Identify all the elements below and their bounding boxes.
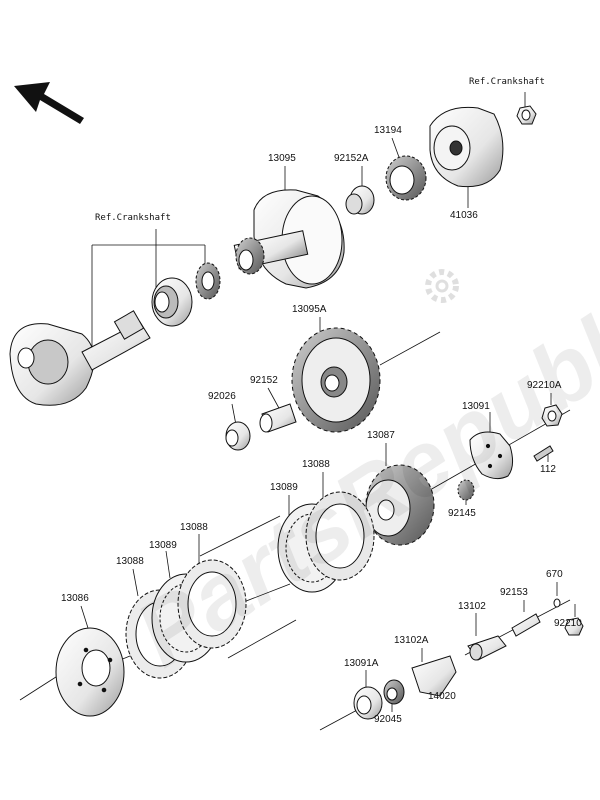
part-13089-top-label: 13089	[270, 482, 298, 493]
part-13095-label: 13095	[268, 153, 296, 164]
clutch-nut	[541, 404, 563, 427]
part-13086-label: 13086	[61, 593, 89, 604]
part-41036-label: 41036	[450, 210, 478, 221]
sleeve-lower	[259, 403, 297, 433]
part-13089-mid-label: 13089	[149, 540, 177, 551]
part-92153-label: 92153	[500, 587, 528, 598]
ref-crankshaft-left-label: Ref.Crankshaft	[95, 213, 171, 223]
part-92026-label: 92026	[208, 391, 236, 402]
sleeve-upper	[345, 185, 375, 215]
clutch-hub	[365, 464, 435, 546]
part-92152-label: 92152	[250, 375, 278, 386]
front-arrow-icon	[14, 82, 84, 124]
ref-crankshaft-top-label: Ref.Crankshaft	[469, 77, 545, 87]
primary-gear-housing	[233, 189, 345, 289]
leader-lines	[19, 92, 576, 731]
part-92210-label: 92210	[554, 618, 582, 629]
part-13102a-label: 13102A	[394, 635, 429, 646]
part-13088-top-label: 13088	[302, 459, 330, 470]
clutch-housing	[291, 327, 381, 433]
spring-plate	[55, 627, 125, 717]
part-13087-label: 13087	[367, 430, 395, 441]
clutch-bolt	[533, 445, 554, 462]
part-14020-label: 14020	[428, 691, 456, 702]
crankshaft-nut	[516, 105, 537, 125]
part-13194-label: 13194	[374, 125, 402, 136]
part-13091a-label: 13091A	[344, 658, 379, 669]
part-92152a-label: 92152A	[334, 153, 369, 164]
clutch-pack-left	[125, 559, 247, 679]
part-112-label: 112	[540, 464, 556, 475]
part-13088-left-label: 13088	[116, 556, 144, 567]
thrust-washer	[225, 421, 251, 451]
starter-clutch-assembly	[429, 106, 504, 188]
part-13095a-label: 13095A	[292, 304, 327, 315]
pressure-plate	[469, 431, 514, 480]
clutch-pack-right	[277, 491, 375, 593]
one-way-clutch	[385, 155, 427, 201]
crankshaft	[9, 310, 151, 406]
release-mechanism	[353, 598, 584, 720]
crankshaft-bearing	[151, 277, 193, 327]
part-670-label: 670	[546, 569, 563, 580]
gear-icon	[425, 269, 459, 303]
part-92210a-label: 92210A	[527, 380, 562, 391]
part-92145-label: 92145	[448, 508, 476, 519]
part-13088-mid-label: 13088	[180, 522, 208, 533]
crankshaft-gear	[195, 262, 221, 300]
clutch-spring	[457, 479, 475, 501]
part-13102-label: 13102	[458, 601, 486, 612]
part-13091-label: 13091	[462, 401, 490, 412]
part-92045-label: 92045	[374, 714, 402, 725]
